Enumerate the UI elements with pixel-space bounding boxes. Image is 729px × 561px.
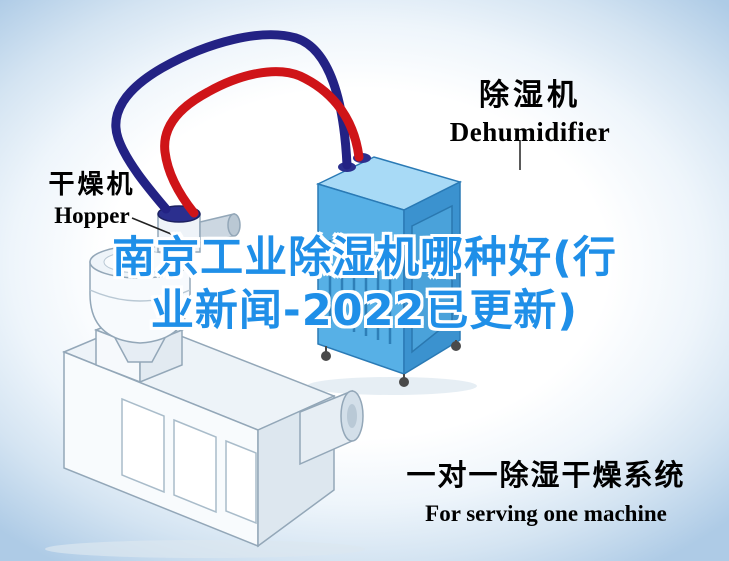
hopper-seam [89, 289, 191, 302]
dehumidifier-label-en: Dehumidifier [449, 117, 611, 147]
door-button [429, 287, 435, 293]
dehumidifier-label: 除湿机 Dehumidifier [448, 70, 612, 148]
hopper-pointer-line [131, 217, 177, 237]
door-button [429, 273, 435, 279]
hopper-label: 干燥机 Hopper [40, 164, 144, 229]
navy-return-hose [111, 30, 352, 214]
dehumidifier-shadow [307, 377, 477, 395]
caption: 一对一除湿干燥系统 For serving one machine [400, 452, 692, 527]
caption-cn: 一对一除湿干燥系统 [406, 458, 686, 492]
caption-en: For serving one machine [425, 501, 667, 526]
machine-door-panel [173, 418, 217, 514]
barrel-bore [347, 404, 357, 428]
headline-line-1: 南京工业除湿机哪种好(行 [112, 233, 617, 283]
vent-grille [328, 240, 392, 344]
machine-door-panel [121, 397, 165, 494]
dehumidifier-label-cn: 除湿机 [479, 78, 581, 113]
dehumidifier-unit [315, 153, 463, 387]
motor-end-cap [227, 213, 241, 237]
headline-line-2: 业新闻-2022已更新) [150, 286, 579, 336]
headline: 南京工业除湿机哪种好(行 业新闻-2022已更新) [0, 232, 729, 338]
hopper-label-en: Hopper [54, 203, 130, 228]
hopper-label-cn: 干燥机 [48, 170, 136, 200]
extruder-machine [62, 312, 364, 548]
red-supply-hose [160, 67, 364, 218]
hopper-vessel [89, 261, 191, 344]
drying-hopper [89, 205, 241, 363]
control-display [426, 234, 442, 258]
machine-shadow [45, 540, 365, 558]
caster-wheels [321, 340, 461, 387]
machine-door-panel [225, 439, 257, 525]
